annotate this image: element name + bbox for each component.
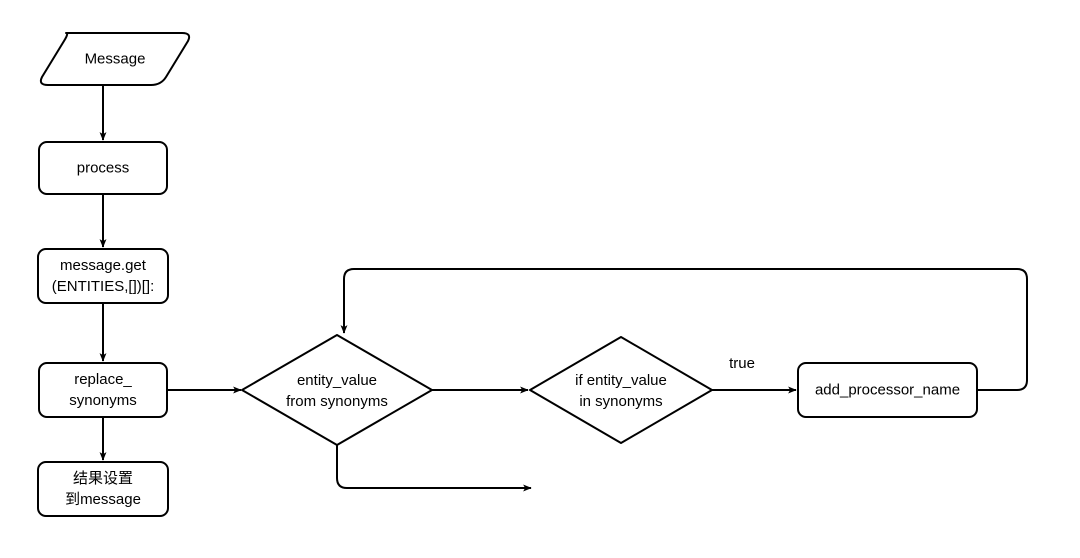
parallelogram-shape (39, 32, 191, 86)
node-replace-synonyms[interactable]: replace_ synonyms (38, 362, 168, 418)
node-result-to-message-label-line2: 到message (65, 491, 141, 508)
node-process-label: process (77, 159, 130, 176)
node-add-processor-name[interactable]: add_processor_name (797, 362, 978, 418)
node-process[interactable]: process (38, 141, 168, 195)
node-message-get-label-line1: message.get (60, 257, 147, 274)
node-result-to-message[interactable]: 结果设置 到message (37, 461, 169, 517)
node-message[interactable]: Message (39, 32, 191, 86)
node-if-entity-value-in-synonyms[interactable]: if entity_value in synonyms (529, 336, 713, 444)
diamond1-shape (241, 334, 433, 446)
node-replace-synonyms-label-line1: replace_ (74, 371, 132, 388)
edge-layer (99, 85, 1028, 492)
node-result-to-message-label-line1: 结果设置 (73, 470, 133, 487)
edge-diamond1-exit-bottom (336, 445, 532, 492)
node-layer: Message process message.get (ENTITIES,[]… (37, 32, 978, 517)
node-diamond2-label-line1: if entity_value (575, 372, 667, 389)
node-diamond2-label-line2: in synonyms (579, 393, 662, 410)
node-message-label: Message (85, 50, 146, 67)
replace-synonyms-shape (38, 362, 168, 418)
node-diamond1-label-line1: entity_value (297, 372, 377, 389)
process-shape (38, 141, 168, 195)
result-to-message-shape (37, 461, 169, 517)
node-diamond1-label-line2: from synonyms (286, 393, 388, 410)
node-add-processor-name-label: add_processor_name (815, 381, 960, 398)
edge-label-layer: true (729, 355, 755, 372)
node-message-get[interactable]: message.get (ENTITIES,[])[]: (37, 248, 169, 304)
node-replace-synonyms-label-line2: synonyms (69, 392, 137, 409)
add-processor-name-shape (797, 362, 978, 418)
diamond2-shape (529, 336, 713, 444)
edge-add-processor-name-loop-back (340, 268, 1028, 391)
message-get-shape (37, 248, 169, 304)
node-entity-value-from-synonyms[interactable]: entity_value from synonyms (241, 334, 433, 446)
node-message-get-label-line2: (ENTITIES,[])[]: (52, 278, 155, 295)
edge-label-true: true (729, 355, 755, 372)
